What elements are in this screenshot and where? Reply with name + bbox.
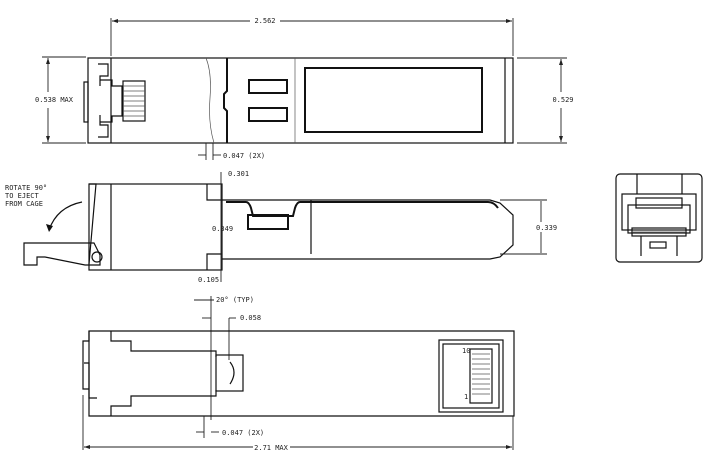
note-line-3: FROM CAGE (5, 200, 43, 208)
height-max-label: 0.538 MAX (35, 96, 74, 104)
pin-1-label: 1 (464, 393, 468, 401)
rj45-fins-icon (122, 80, 146, 122)
side-right-height-label: 0.339 (536, 224, 557, 232)
end-view (615, 173, 703, 263)
overall-length-max-label: 2.71 MAX (254, 444, 289, 452)
slot-offset-bottom-label: 0.047 (2X) (222, 429, 264, 437)
note-line-1: ROTATE 90° (5, 184, 47, 192)
overall-length-label: 2.562 (254, 17, 275, 25)
bottom-offset-label: 0.058 (240, 314, 261, 322)
rotate-arrow-icon (48, 201, 83, 231)
height-right-label: 0.529 (552, 96, 573, 104)
bottom-view: 20° (TYP) 0.058 10 1 (82, 296, 515, 452)
side-top-offset-label: 0.301 (228, 170, 249, 178)
side-height-label: 0.349 (212, 225, 233, 233)
top-view: 2.562 0.538 MAX (35, 14, 574, 160)
side-view: ROTATE 90° TO EJECT FROM CAGE 0.301 0.34… (5, 170, 557, 284)
side-bottom-offset-label: 0.105 (198, 276, 219, 284)
angle-label: 20° (TYP) (216, 296, 254, 304)
rj45-port-icon: 10 1 (438, 339, 504, 413)
pin-10-label: 10 (462, 347, 470, 355)
note-line-2: TO EJECT (5, 192, 40, 200)
slot-offset-top-label: 0.047 (2X) (223, 152, 265, 160)
